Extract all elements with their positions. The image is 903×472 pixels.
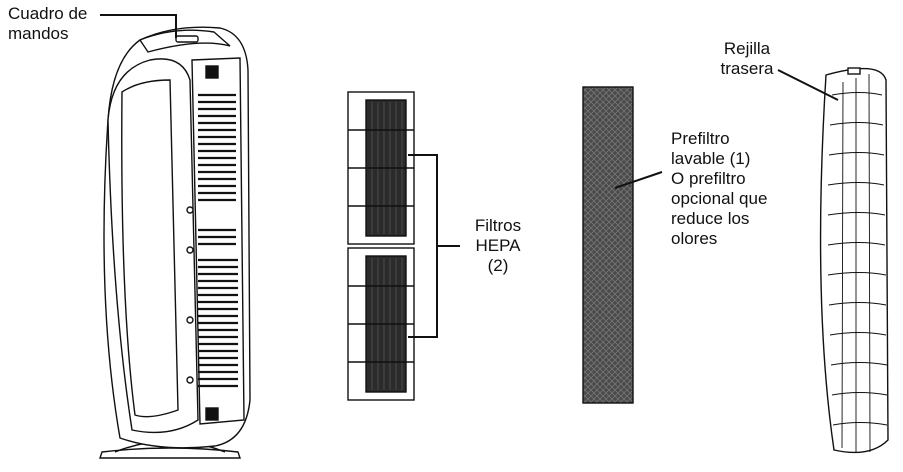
rear-grille xyxy=(821,68,888,452)
hepa-filter-bottom xyxy=(348,248,414,400)
label-prefilter-line-6: olores xyxy=(671,229,767,249)
hepa-filter-top xyxy=(348,92,414,244)
label-hepa-filters: Filtros HEPA (2) xyxy=(468,216,528,276)
label-hepa-line-2: HEPA xyxy=(468,236,528,256)
label-prefilter-line-1: Prefiltro xyxy=(671,129,767,149)
label-control-panel-line-2: mandos xyxy=(8,24,87,44)
label-hepa-line-3: (2) xyxy=(468,256,528,276)
label-prefilter: Prefiltro lavable (1) O prefiltro opcion… xyxy=(671,129,767,249)
label-prefilter-line-5: reduce los xyxy=(671,209,767,229)
prefilter-sheet xyxy=(583,87,633,403)
label-hepa-line-1: Filtros xyxy=(468,216,528,236)
label-prefilter-line-3: O prefiltro xyxy=(671,169,767,189)
label-control-panel-line-1: Cuadro de xyxy=(8,4,87,24)
label-rear-grille-line-1: Rejilla xyxy=(712,39,782,59)
label-prefilter-line-2: lavable (1) xyxy=(671,149,767,169)
label-prefilter-line-4: opcional que xyxy=(671,189,767,209)
hepa-bracket xyxy=(408,155,460,337)
label-rear-grille-line-2: trasera xyxy=(712,59,782,79)
label-control-panel: Cuadro de mandos xyxy=(8,4,87,44)
air-purifier-unit xyxy=(100,27,250,458)
hepa-filters xyxy=(348,92,414,400)
side-grille xyxy=(192,58,244,424)
label-rear-grille: Rejilla trasera xyxy=(712,39,782,79)
